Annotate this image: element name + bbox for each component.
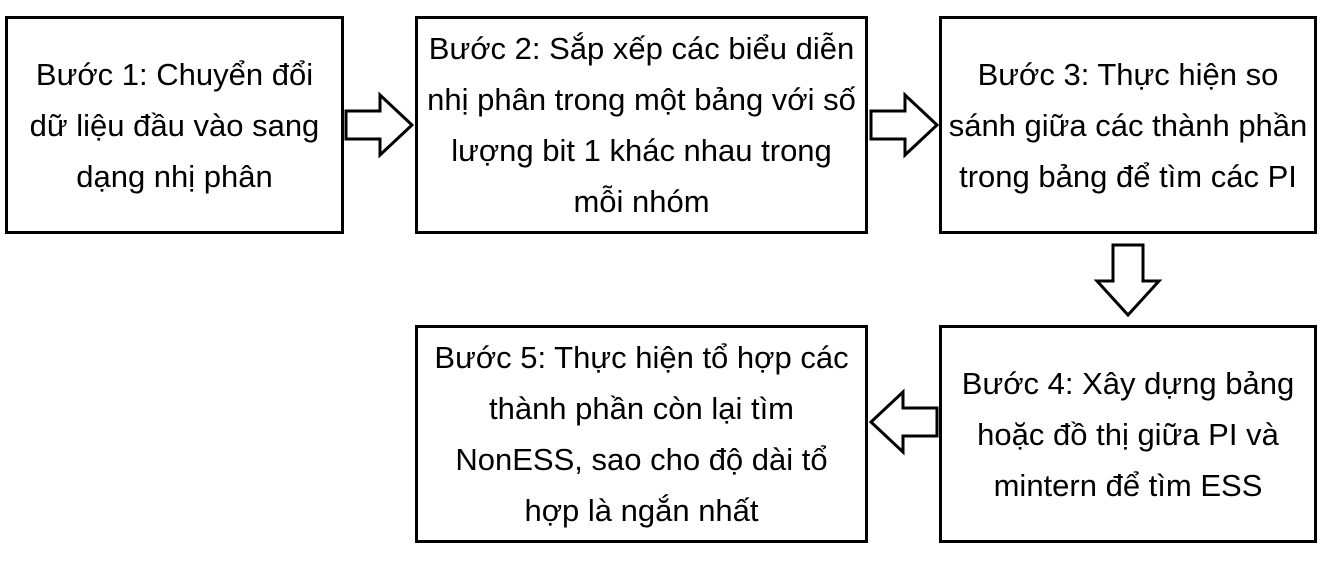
arrow-right-icon: [869, 91, 940, 159]
arrow-down-icon: [1093, 243, 1163, 318]
step-5-box: Bước 5: Thực hiện tổ hợp các thành phần …: [415, 325, 868, 543]
step-5-text: Bước 5: Thực hiện tổ hợp các thành phần …: [434, 340, 849, 528]
step-4-text: Bước 4: Xây dựng bảng hoặc đồ thị giữa P…: [961, 365, 1295, 503]
step-2-text: Bước 2: Sắp xếp các biểu diễn nhị phân t…: [427, 31, 856, 219]
step-2-box: Bước 2: Sắp xếp các biểu diễn nhị phân t…: [415, 16, 868, 234]
step-1-text: Bước 1: Chuyển đổi dữ liệu đầu vào sang …: [29, 56, 320, 194]
step-4-box: Bước 4: Xây dựng bảng hoặc đồ thị giữa P…: [939, 325, 1317, 543]
step-1-box: Bước 1: Chuyển đổi dữ liệu đầu vào sang …: [5, 16, 344, 234]
step-3-box: Bước 3: Thực hiện so sánh giữa các thành…: [939, 16, 1317, 234]
arrow-right-icon: [344, 91, 415, 159]
step-3-text: Bước 3: Thực hiện so sánh giữa các thành…: [948, 56, 1308, 194]
arrow-left-icon: [868, 388, 939, 456]
